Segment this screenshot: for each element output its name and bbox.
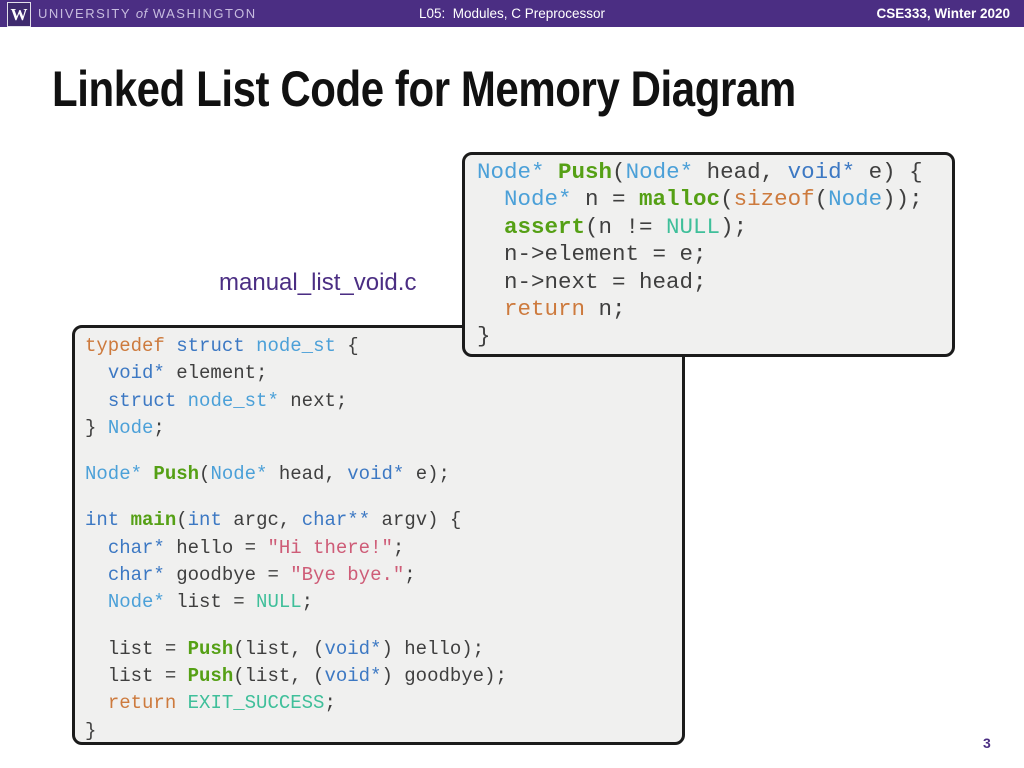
code-box-push-function: Node* Push(Node* head, void* e) { Node* … — [462, 152, 955, 357]
page-title: Linked List Code for Memory Diagram — [52, 61, 796, 117]
code-line — [85, 488, 672, 507]
code-line: int main(int argc, char** argv) { — [85, 509, 462, 532]
code-line: void* element; — [107, 362, 268, 385]
code-line: struct node_st* next; — [107, 389, 348, 412]
code-line — [85, 617, 672, 636]
code-line: Node* Push(Node* head, void* e) { — [477, 159, 923, 185]
code-line: Node* Push(Node* head, void* e); — [85, 463, 450, 486]
code-line: Node* list = NULL; — [107, 591, 314, 614]
code-line — [85, 442, 672, 461]
code-line: char* hello = "Hi there!"; — [107, 536, 405, 559]
course-label: CSE333, Winter 2020 — [876, 6, 1010, 21]
header-bar: W UNIVERSITY of WASHINGTON L05: Modules,… — [0, 0, 1024, 27]
code-box-main-file: typedef struct node_st { void* element; … — [72, 325, 685, 745]
code-line: list = Push(list, (void*) hello); — [85, 637, 485, 660]
uw-logo: W — [7, 2, 31, 27]
lecture-title: L05: Modules, C Preprocessor — [418, 6, 606, 21]
page-number: 3 — [983, 735, 991, 751]
code-line: return n; — [504, 295, 626, 322]
code-line: return EXIT_SUCCESS; — [107, 692, 336, 715]
code-line: Node* n = malloc(sizeof(Node)); — [504, 186, 923, 213]
university-wordmark-post: WASHINGTON — [147, 6, 257, 21]
code-line: n->element = e; — [477, 241, 707, 268]
code-line: char* goodbye = "Bye bye."; — [107, 564, 416, 587]
code-line: } — [477, 323, 491, 350]
uw-logo-letter: W — [10, 5, 28, 24]
code-line: } — [85, 719, 97, 742]
code-line: } Node; — [85, 416, 165, 439]
filename-label: manual_list_void.c — [219, 269, 417, 296]
code-line: typedef struct node_st { — [85, 335, 359, 357]
code-line: list = Push(list, (void*) goodbye); — [85, 664, 507, 687]
university-wordmark-of: of — [135, 6, 148, 21]
code-line: assert(n != NULL); — [504, 213, 748, 240]
university-wordmark-pre: UNIVERSITY — [38, 6, 136, 21]
university-wordmark: UNIVERSITY of WASHINGTON — [38, 6, 257, 21]
code-line: n->next = head; — [477, 268, 707, 295]
